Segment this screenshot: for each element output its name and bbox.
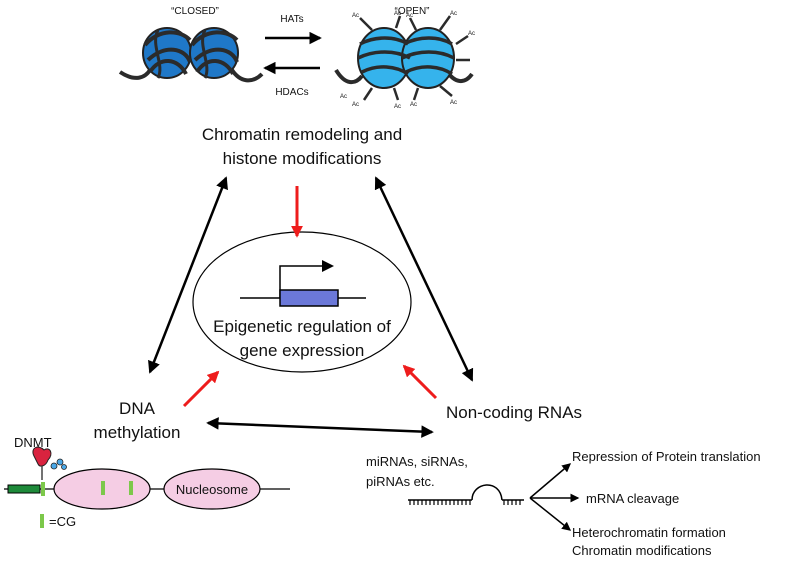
- acetyl-tag: Ac: [406, 13, 413, 19]
- cg-mark: [41, 482, 45, 496]
- rna-types-line2: piRNAs etc.: [366, 474, 435, 489]
- dna-ncrna-arrow: [206, 417, 434, 438]
- cg-mark: [101, 481, 105, 495]
- cg-legend-label: =CG: [49, 514, 76, 529]
- nucleosome-label: Nucleosome: [176, 482, 248, 497]
- ncrna-influence-arrow: [402, 364, 438, 400]
- outcome-protein-repression: Repression of Protein translation: [572, 449, 761, 464]
- open-chromatin-icon: Ac Ac Ac Ac Ac Ac Ac Ac Ac Ac: [334, 11, 475, 110]
- outcome-arrow-1: [529, 463, 572, 499]
- acetyl-tag: Ac: [352, 102, 359, 108]
- outcome-heterochromatin: Heterochromatin formation: [572, 525, 726, 540]
- acetyl-tag: Ac: [450, 11, 457, 17]
- dna-region-bar: [7, 484, 41, 494]
- acetyl-tag: Ac: [352, 13, 359, 19]
- acetyl-tag: Ac: [410, 102, 417, 108]
- dna-methylation-label-line2: methylation: [94, 423, 181, 442]
- open-label: “OPEN”: [395, 6, 430, 17]
- acetyl-tag: Ac: [340, 94, 347, 100]
- central-label-line2: gene expression: [240, 341, 365, 360]
- outcome-arrow-3: [529, 497, 572, 531]
- acetyl-tag: Ac: [468, 31, 475, 37]
- dna-methylation-label-line1: DNA: [119, 399, 156, 418]
- central-label-line1: Epigenetic regulation of: [213, 317, 391, 336]
- chromatin-remodeling-label-line1: Chromatin remodeling and: [202, 125, 402, 144]
- dnmt-label: DNMT: [14, 435, 52, 450]
- hairpin-rna-icon: [408, 484, 524, 505]
- cg-legend-mark: [40, 514, 44, 528]
- cg-mark: [129, 481, 133, 495]
- acetyl-tag: Ac: [394, 11, 401, 17]
- gene-box: [279, 289, 339, 307]
- closed-chromatin-icon: [118, 27, 264, 83]
- closed-label: “CLOSED”: [171, 6, 219, 17]
- rna-types-line1: miRNAs, siRNAs,: [366, 454, 468, 469]
- gene-promoter-icon: [240, 260, 366, 307]
- chromatin-remodeling-label-line2: histone modifications: [223, 149, 382, 168]
- chromatin-dna-arrow: [148, 176, 228, 374]
- dnmt-enzyme-icon: [32, 446, 67, 480]
- non-coding-rnas-label: Non-coding RNAs: [446, 403, 582, 422]
- outcome-mrna-cleavage: mRNA cleavage: [586, 491, 679, 506]
- hats-label: HATs: [280, 14, 303, 25]
- outcome-chromatin-mods: Chromatin modifications: [572, 543, 712, 558]
- acetyl-tag: Ac: [450, 100, 457, 106]
- nucleosome-2: [163, 468, 261, 510]
- hdacs-label: HDACs: [275, 87, 308, 98]
- dna-influence-arrow: [182, 370, 220, 408]
- chromatin-ncrna-arrow: [374, 176, 474, 382]
- acetyl-tag: Ac: [394, 104, 401, 110]
